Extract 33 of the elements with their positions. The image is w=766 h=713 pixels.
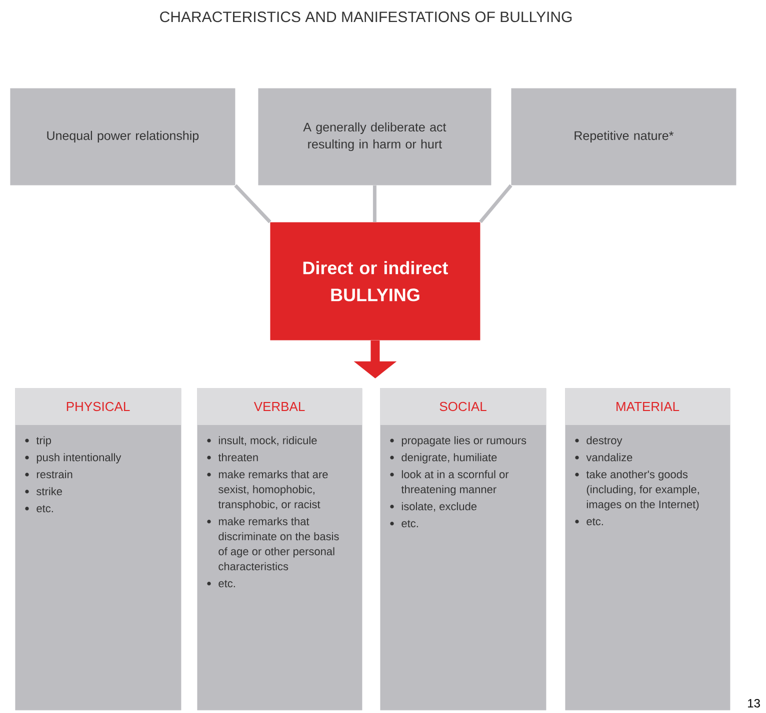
page-number: 13: [748, 698, 760, 708]
list-item: restrain: [25, 470, 72, 478]
list-item: insult, mock, ridicule: [207, 436, 317, 446]
list-item: etc.: [390, 520, 418, 528]
list-item: trip: [25, 436, 51, 446]
column-header: PHYSICAL: [15, 388, 181, 425]
column-header: MATERIAL: [565, 388, 730, 425]
list-item: vandalize: [575, 453, 632, 462]
title: CHARACTERISTICS AND MANIFESTATIONS OF BULLYING: [160, 12, 572, 22]
connector-line: [479, 184, 512, 224]
category-column: [15, 388, 182, 710]
column-header: VERBAL: [197, 388, 362, 425]
list-item: propagate lies or rumours: [390, 436, 526, 446]
connector-line: [234, 184, 272, 224]
connector-line: [372, 185, 376, 222]
list-item: etc.: [207, 580, 235, 588]
list-item: etc.: [575, 518, 603, 526]
criterion-box: Unequal power relationship: [10, 88, 236, 186]
list-item: etc.: [25, 505, 53, 512]
list-item: destroy: [575, 436, 622, 446]
criterion-box: A generally deliberate act resulting in harm or hurt: [258, 88, 492, 186]
category-column: [565, 388, 730, 710]
list-item: threaten: [207, 453, 258, 462]
column-header: SOCIAL: [380, 388, 546, 425]
list-item: take another's goods (including, for example, images on the Internet): [575, 470, 699, 510]
criterion-box: Repetitive nature*: [511, 88, 736, 186]
list-item: denigrate, humiliate: [390, 453, 497, 464]
list-item: push intentionally: [25, 453, 122, 464]
list-item: isolate, exclude: [390, 502, 477, 512]
bullying-box: Direct or indirect BULLYING: [270, 222, 480, 340]
category-column: [197, 388, 362, 710]
list-item: strike: [25, 487, 62, 496]
category-column: [380, 388, 546, 710]
